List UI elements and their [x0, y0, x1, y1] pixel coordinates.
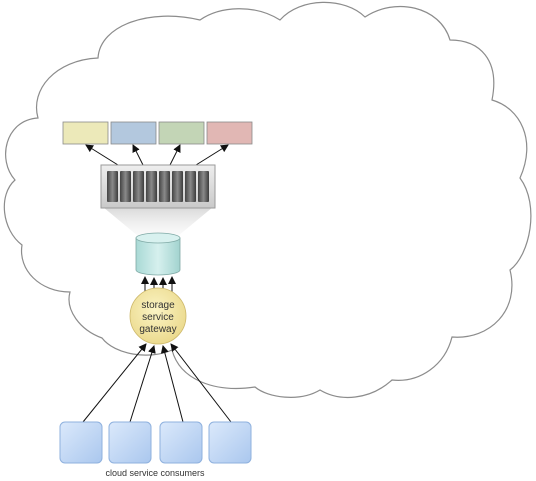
device-bay — [120, 171, 131, 202]
cloud-boundary — [3, 1, 532, 399]
device-database-connector — [103, 207, 213, 236]
device-bay — [146, 171, 157, 202]
gateway-label-line2: service — [142, 312, 174, 323]
consumer-icon — [208, 421, 252, 464]
storage-slot — [206, 121, 253, 145]
gateway-label-line3: gateway — [139, 324, 176, 335]
device-bay — [159, 171, 170, 202]
storage-slot — [158, 121, 205, 145]
consumers-label: cloud service consumers — [105, 468, 205, 478]
storage-slot — [62, 121, 109, 145]
consumer-to-gateway-arrows — [82, 343, 232, 423]
consumer-icon — [159, 421, 203, 464]
database-icon — [135, 232, 181, 276]
device-bay — [172, 171, 183, 202]
device-bay — [133, 171, 144, 202]
cloud-service-consumers: cloud service consumers — [59, 421, 252, 478]
device-to-slot-arrows — [85, 144, 229, 166]
gateway-label-line1: storage — [141, 300, 175, 311]
storage-slots — [62, 121, 253, 145]
device-bay — [185, 171, 196, 202]
storage-slot — [110, 121, 157, 145]
device-bay — [107, 171, 118, 202]
consumer-icon — [59, 421, 103, 464]
device-bay — [198, 171, 209, 202]
storage-service-gateway: storage service gateway — [129, 287, 187, 345]
storage-device — [100, 164, 216, 209]
consumer-icon — [108, 421, 152, 464]
